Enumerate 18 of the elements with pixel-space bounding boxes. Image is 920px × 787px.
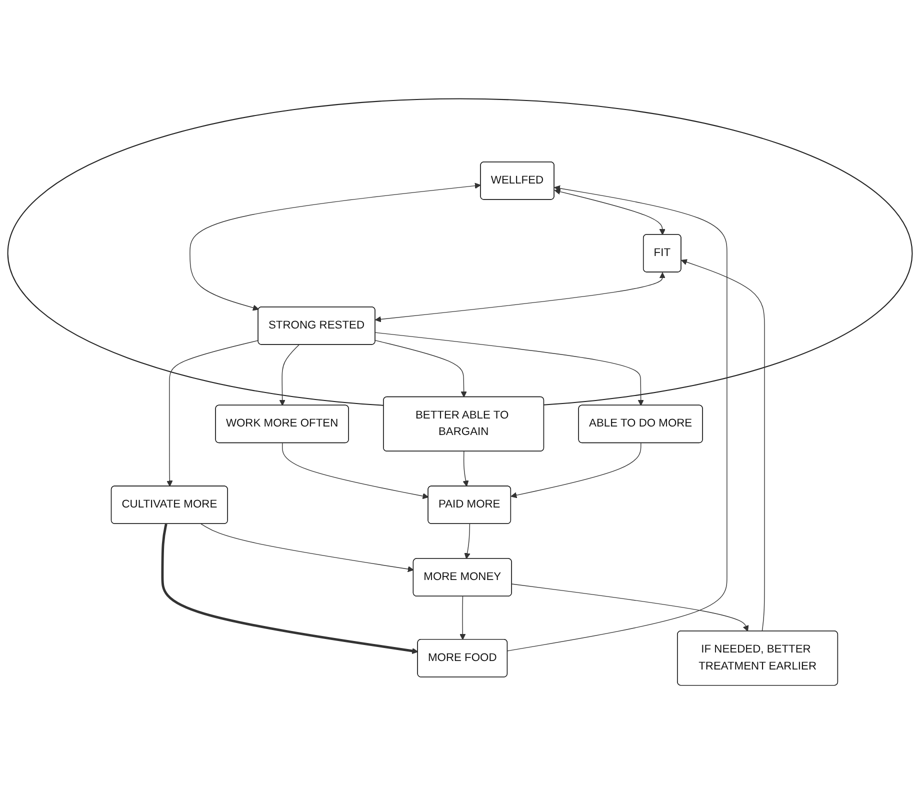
arrow xyxy=(554,188,666,236)
arrow xyxy=(681,259,765,632)
arrow xyxy=(507,185,728,652)
cluster xyxy=(7,98,913,408)
arrow xyxy=(460,596,466,640)
arrow xyxy=(279,344,300,406)
arrow xyxy=(375,332,644,406)
arrow xyxy=(200,524,414,572)
arrow xyxy=(190,182,481,311)
arrow xyxy=(462,451,469,487)
arrow xyxy=(161,524,418,654)
arrow xyxy=(510,442,642,498)
arrow xyxy=(166,340,259,487)
arrow xyxy=(512,584,749,632)
arrow xyxy=(282,442,429,500)
arrow xyxy=(375,272,666,322)
arrow xyxy=(375,340,467,398)
arrow xyxy=(464,524,470,560)
